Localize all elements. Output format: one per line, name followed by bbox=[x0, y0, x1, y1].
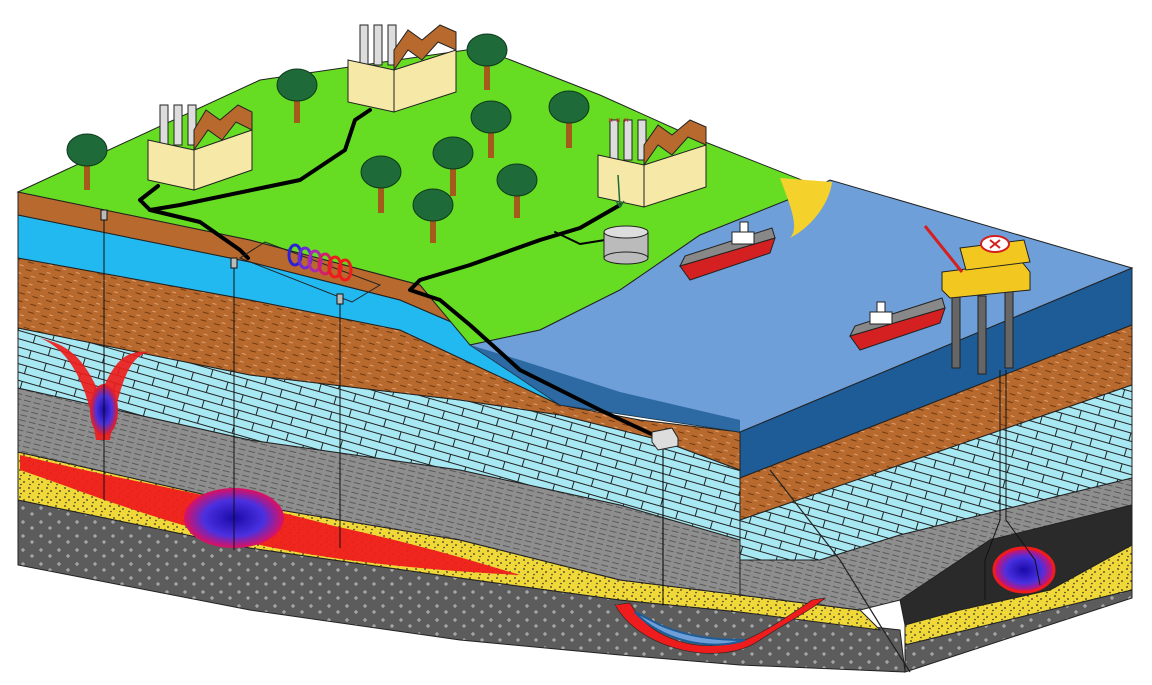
wellhead-icon bbox=[100, 209, 108, 221]
factory-icon bbox=[147, 104, 253, 191]
fault-line bbox=[769, 469, 911, 673]
tree-icon bbox=[360, 155, 402, 213]
factory-icon: × × × bbox=[597, 115, 707, 209]
tree-icon bbox=[276, 68, 318, 123]
well-1 bbox=[100, 209, 108, 500]
exchanger-boundary bbox=[238, 241, 382, 303]
helipad-icon bbox=[980, 235, 1010, 253]
wellhead-icon bbox=[336, 293, 344, 305]
svg-text:× × ×: × × × bbox=[608, 115, 629, 125]
tree-icon bbox=[548, 90, 590, 148]
heat-exchanger-coil-icon bbox=[287, 243, 353, 282]
well-2 bbox=[230, 257, 238, 550]
heat-exchanger-field bbox=[238, 241, 382, 303]
tree-icon bbox=[470, 100, 512, 158]
wellhead-icon bbox=[230, 257, 238, 269]
tree-icon bbox=[496, 163, 538, 218]
offshore-platform-icon bbox=[923, 225, 1031, 375]
reservoir-syncline-water bbox=[634, 611, 746, 646]
ship-icon bbox=[849, 297, 946, 351]
factory-icon bbox=[347, 24, 457, 113]
tree-icon bbox=[66, 133, 108, 190]
platform-wells bbox=[984, 370, 1041, 600]
reservoir-syncline bbox=[614, 597, 826, 654]
pipeline-tank bbox=[554, 231, 606, 245]
tree-icon bbox=[412, 188, 454, 243]
well-3 bbox=[336, 293, 344, 548]
wells bbox=[100, 209, 1041, 600]
beach bbox=[780, 178, 832, 238]
front-face-strata bbox=[17, 191, 906, 673]
pipeline-sea bbox=[408, 203, 662, 440]
pipeline-main bbox=[138, 184, 250, 260]
plume-shallow-red bbox=[40, 338, 150, 440]
pipeline-north bbox=[148, 108, 372, 212]
subsea-well bbox=[651, 427, 679, 451]
stratum-basement-right bbox=[904, 589, 1133, 673]
sea-deep-shelf bbox=[470, 345, 740, 432]
tree-icon bbox=[432, 136, 474, 196]
pipelines bbox=[138, 108, 664, 606]
trees bbox=[66, 33, 590, 243]
ship-icon bbox=[679, 221, 776, 281]
reservoir-right bbox=[992, 546, 1056, 594]
contaminant-plumes bbox=[20, 338, 1056, 654]
subsea-wellhead-icon bbox=[651, 427, 679, 451]
tree-icon bbox=[466, 33, 508, 90]
storage-tank-icon bbox=[603, 225, 649, 265]
